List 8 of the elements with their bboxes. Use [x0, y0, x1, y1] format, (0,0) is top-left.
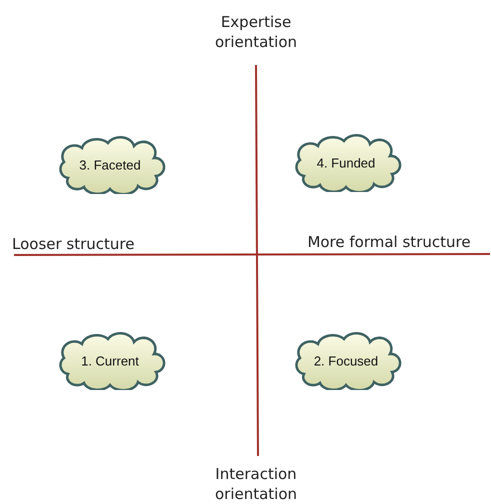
cloud-label: 1. Current [81, 354, 139, 368]
cloud-label: 3. Faceted [79, 158, 141, 172]
cloud-label: 2. Focused [314, 354, 378, 368]
axis-label: Looser structure [12, 234, 136, 254]
axis-label: More formal structure [306, 232, 472, 252]
cloud-label: 4. Funded [316, 156, 376, 170]
axis-label: Interaction orientation [214, 464, 298, 504]
axis-label: Expertise orientation [214, 12, 298, 52]
